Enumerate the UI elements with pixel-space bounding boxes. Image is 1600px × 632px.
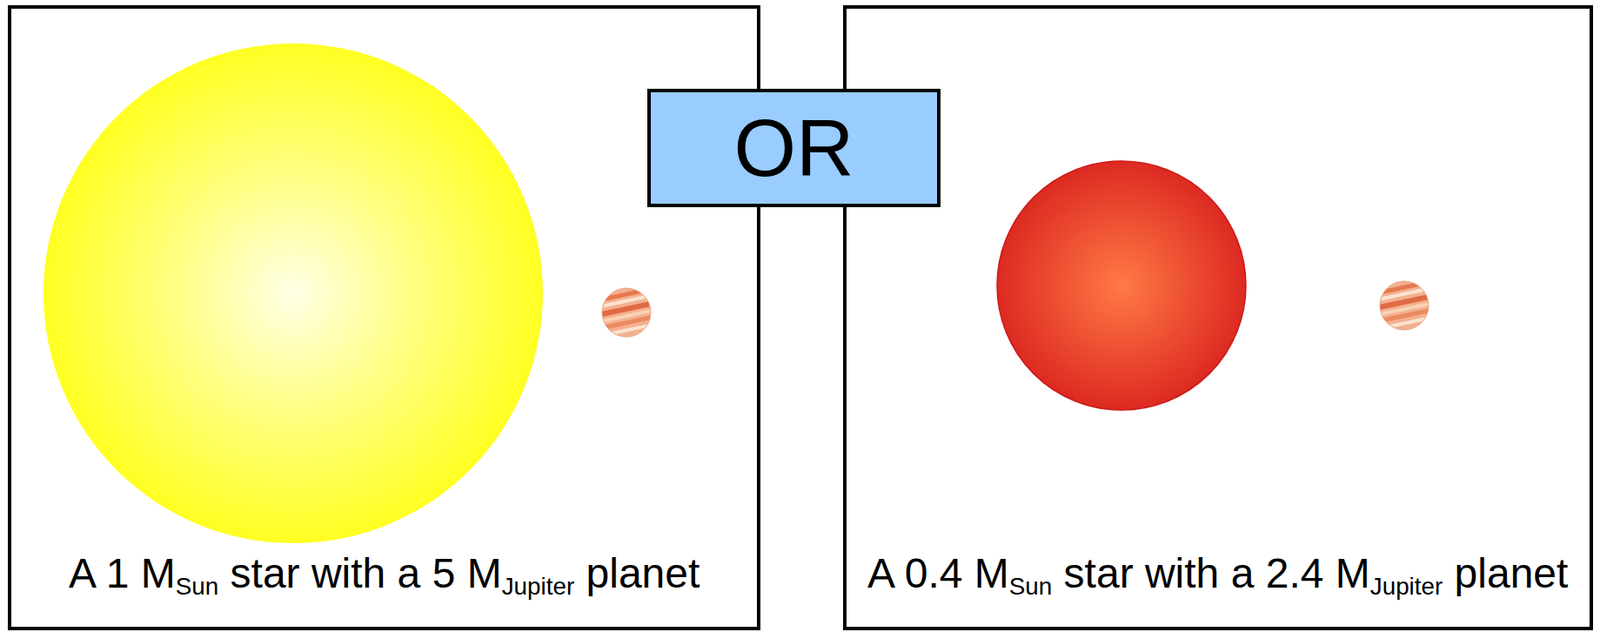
planet-outline — [1379, 281, 1429, 330]
caption-text: A 1 MSun star with a 5 MJupiter planet — [68, 548, 700, 602]
planet-outline — [602, 287, 651, 337]
sun-like-star — [43, 43, 543, 543]
caption-text: A 0.4 MSun star with a 2.4 MJupiter plan… — [867, 548, 1568, 602]
choice-box: OR — [647, 88, 941, 208]
jupiter-planet — [1374, 280, 1434, 330]
option-panel: A 0.4 MSun star with a 2.4 MJupiter plan… — [843, 5, 1594, 630]
jupiter-planet — [596, 287, 657, 337]
red-dwarf-star — [997, 160, 1246, 410]
choice-label: OR — [734, 107, 855, 188]
